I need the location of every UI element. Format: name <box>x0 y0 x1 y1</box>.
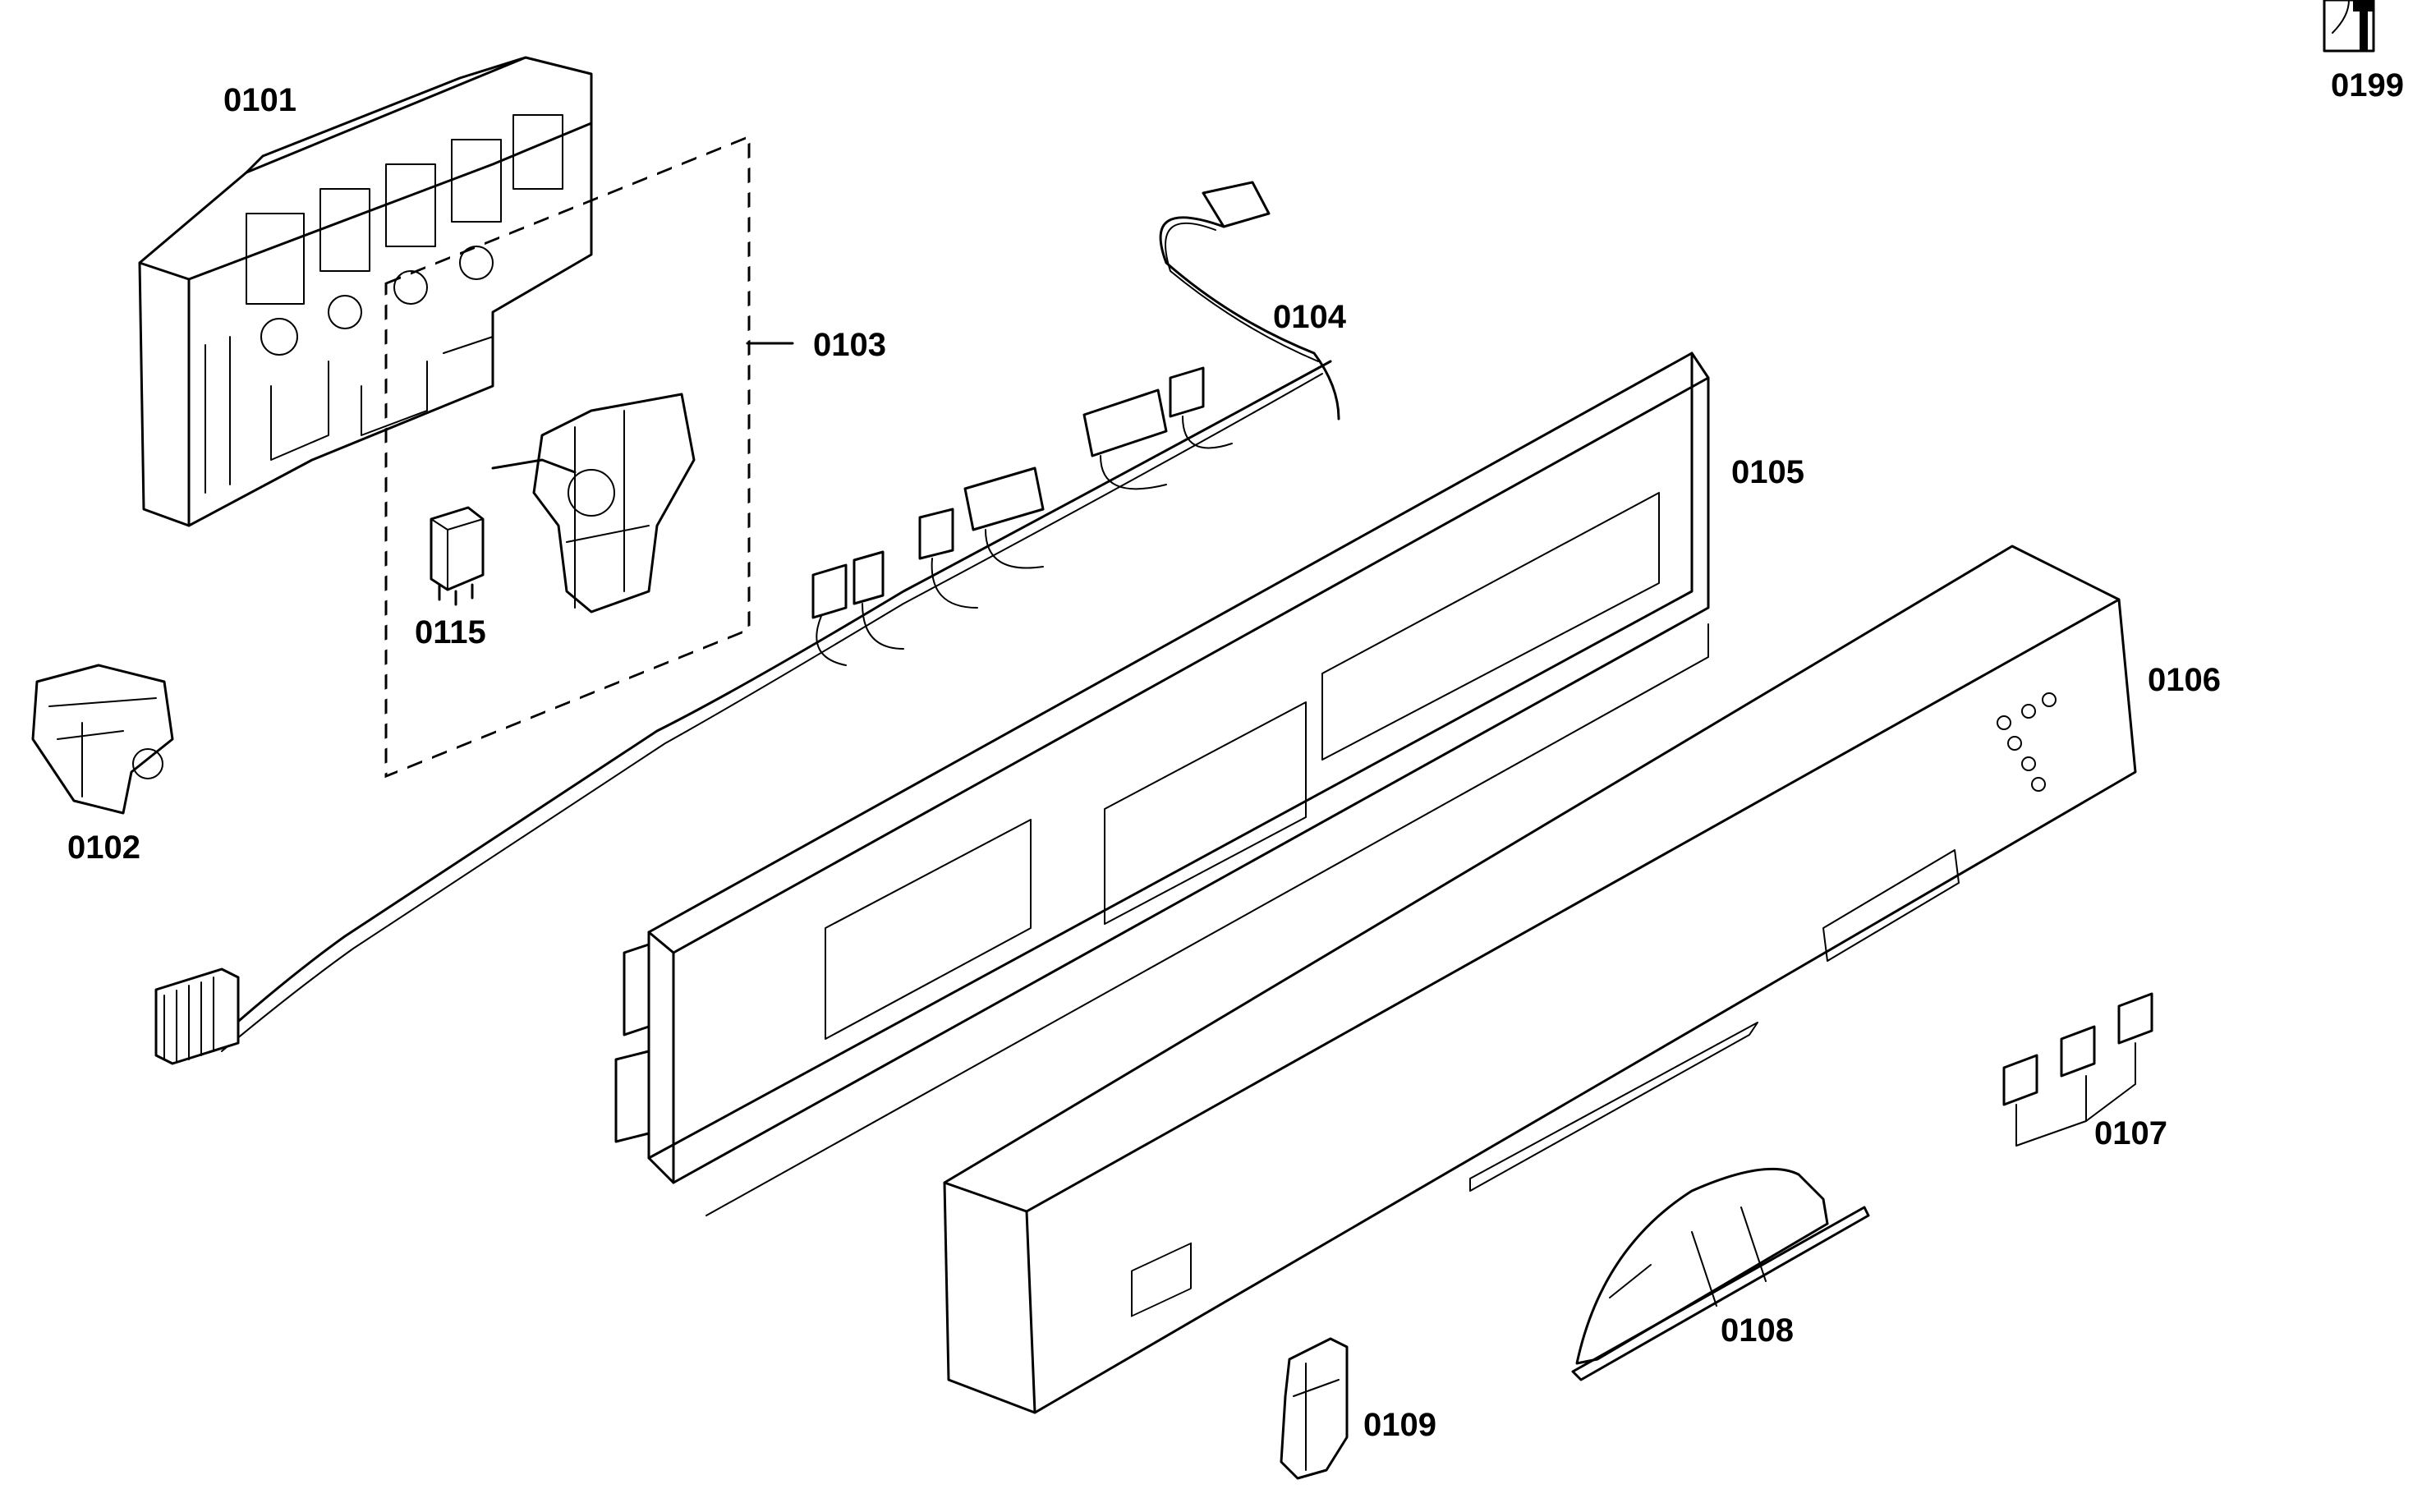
callout-0199: 0199 <box>2331 67 2404 103</box>
callout-0106: 0106 <box>2148 662 2221 698</box>
callout-0108: 0108 <box>1721 1312 1794 1349</box>
part-0108-handle[interactable] <box>1571 1167 1870 1381</box>
callout-0103: 0103 <box>813 327 886 363</box>
callout-0105: 0105 <box>1731 454 1804 490</box>
part-0102-switch[interactable] <box>31 664 174 815</box>
part-0103-switch[interactable] <box>491 393 696 614</box>
callout-0104: 0104 <box>1273 299 1346 335</box>
part-0104-wire-harness[interactable] <box>154 181 1340 1065</box>
part-0199-icon[interactable] <box>2323 0 2375 53</box>
part-0105-rear-panel[interactable] <box>614 352 1710 1216</box>
callout-0115: 0115 <box>415 614 486 650</box>
part-0109-clip[interactable] <box>1280 1337 1349 1480</box>
part-0107-buttons[interactable] <box>2002 992 2153 1147</box>
part-0115-component[interactable] <box>430 506 485 606</box>
part-0101-control-module[interactable] <box>138 56 593 527</box>
part-0106-front-panel[interactable] <box>943 545 2137 1414</box>
callout-0101: 0101 <box>223 82 296 118</box>
callout-0109: 0109 <box>1363 1407 1436 1443</box>
part-0103-group-box <box>384 135 751 779</box>
callout-0107: 0107 <box>2094 1115 2167 1151</box>
callout-0102: 0102 <box>67 830 140 866</box>
